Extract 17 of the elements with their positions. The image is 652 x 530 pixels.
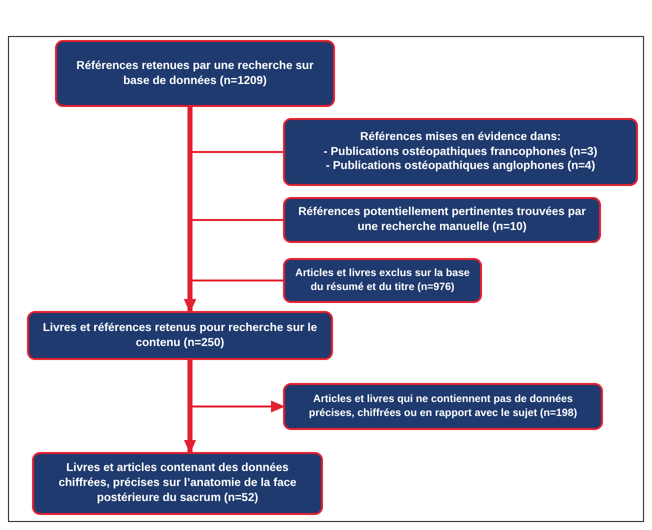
process-box <box>283 258 482 303</box>
process-box <box>283 383 603 430</box>
box-text: Références potentiellement pertinentes trouvées par une recherche manuelle (n=10) <box>297 205 587 235</box>
arrow <box>184 360 196 454</box>
box-text: - Publications ostéopathiques francophones (n=3) <box>324 144 598 160</box>
process-box <box>32 452 323 515</box>
box-text: Références mises en évidence dans: <box>360 130 561 145</box>
box-text: Articles et livres exclus sur la base du résumé et du titre (n=976) <box>294 266 471 294</box>
process-box <box>55 40 335 107</box>
box-text: Livres et références retenus pour recherche sur le contenu (n=250) <box>42 320 318 350</box>
process-box <box>283 197 601 243</box>
box-text: Livres et articles contenant des données chiffrées, précises sur l’anatomie de la face postérieure du sacrum (n=52) <box>58 461 298 506</box>
process-box <box>27 311 333 360</box>
box-text: - Publications ostéopathiques anglophones (n=4) <box>326 159 596 174</box>
box-text: Articles et livres qui ne contiennent pas de données précises, chiffrées ou en rapport avec le sujet (n=198) <box>308 392 578 420</box>
process-box <box>283 118 638 186</box>
box-text: Références retenues par une recherche sur base de données (n=1209) <box>75 58 315 88</box>
